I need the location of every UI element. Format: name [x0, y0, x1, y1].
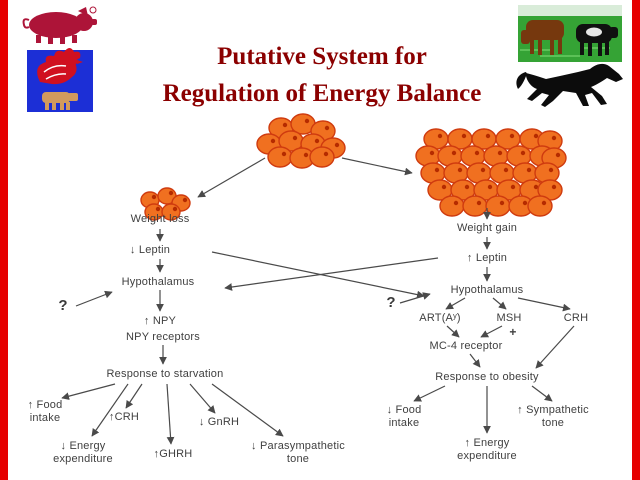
slide-title-line2: Regulation of Energy Balance [162, 80, 482, 107]
plus-sign: + [509, 325, 517, 339]
node-response-starvation: Response to starvation [106, 368, 224, 380]
node-food-intake-right: ↓ Food intake [386, 404, 422, 429]
slide-title: Putative System for Regulation of Energy… [163, 38, 482, 112]
node-response-obesity: Response to obesity [435, 371, 539, 383]
node-npy: ↑ NPY [143, 315, 177, 327]
pig-logo-icon [22, 6, 97, 44]
node-energy-expenditure-right: ↑ Energy expenditure [457, 437, 517, 462]
node-crh-right: CRH [563, 312, 589, 324]
fat-cells-large-icon [415, 128, 567, 217]
node-ghrh: ↑GHRH [153, 448, 193, 460]
node-crh-left: ↑CRH [108, 411, 140, 423]
node-art: ART(Aʸ) [419, 312, 461, 324]
node-sympathetic: ↑ Sympathetic tone [517, 404, 589, 429]
node-gnrh: ↓ GnRH [198, 416, 240, 428]
cattle-photo-icon [518, 5, 622, 62]
fat-cells-normal-icon [256, 113, 346, 169]
fat-cells-small-icon [140, 187, 191, 221]
node-weight-loss: Weight loss [130, 213, 190, 225]
node-parasympathetic: ↓ Parasympathetic tone [251, 440, 345, 465]
horse-icon [516, 63, 623, 107]
node-hypothalamus-left: Hypothalamus [121, 276, 195, 288]
rooster-cow-logo-icon [27, 48, 93, 112]
node-energy-expenditure-left: ↓ Energy expenditure [53, 440, 113, 465]
node-leptin-increased: ↑ Leptin [466, 252, 508, 264]
node-mc4-receptor: MC-4 receptor [429, 340, 503, 352]
node-npy-receptors: NPY receptors [126, 331, 200, 343]
node-weight-gain: Weight gain [456, 222, 518, 234]
right-red-border [632, 0, 640, 480]
node-food-intake-left: ↑ Food intake [27, 399, 63, 424]
diagram-arrows [61, 157, 575, 445]
question-mark-right: ? [386, 294, 396, 311]
slide-title-line1: Putative System for [217, 43, 427, 70]
node-hypothalamus-right: Hypothalamus [450, 284, 524, 296]
question-mark-left: ? [58, 297, 68, 314]
left-red-border [0, 0, 8, 480]
node-msh: MSH [496, 312, 522, 324]
node-leptin-decreased: ↓ Leptin [129, 244, 171, 256]
